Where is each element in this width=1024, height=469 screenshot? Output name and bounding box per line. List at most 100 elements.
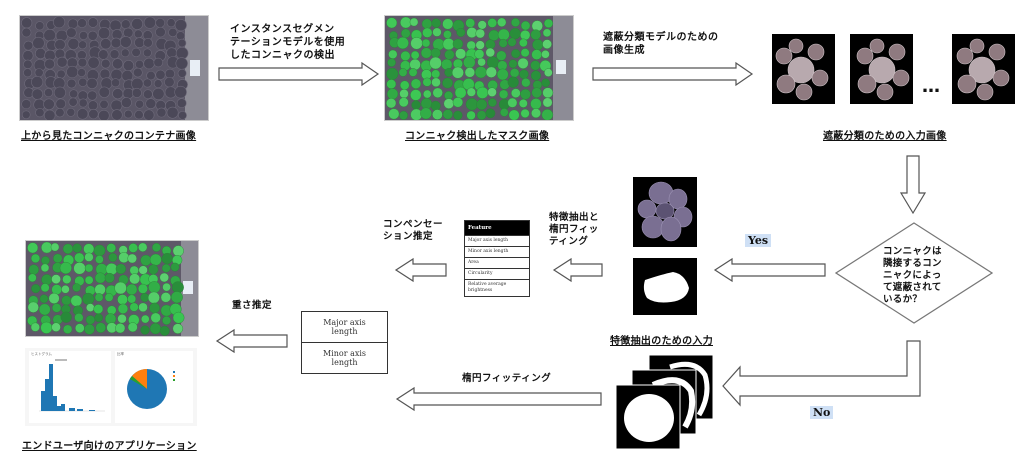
arrow-left-ellipse <box>395 386 602 412</box>
konjac-blob <box>166 47 178 59</box>
konjac-blob <box>430 100 441 111</box>
konjac-blob <box>84 263 94 273</box>
konjac-blob <box>140 293 150 303</box>
konjac-blob <box>166 106 179 119</box>
konjac-blob <box>111 78 121 88</box>
konjac-blob <box>541 78 551 88</box>
konjac-blob <box>138 302 148 312</box>
ellipsis: … <box>922 76 940 97</box>
konjac-blob <box>145 98 157 110</box>
konjac-blob <box>131 87 142 98</box>
konjac-blob <box>476 99 488 111</box>
konjac-blob <box>146 70 156 81</box>
segmentation-label: インスタンスセグメン テーションモデルを使用 したコンニャクの検出 <box>230 24 346 61</box>
konjac-blob <box>73 262 86 275</box>
konjac-blob <box>868 56 896 84</box>
konjac-blob <box>992 69 1010 87</box>
konjac-blob <box>63 324 73 334</box>
konjac-blob <box>456 27 466 37</box>
hist-bar <box>53 396 57 411</box>
konjac-blob <box>485 108 496 119</box>
konjac-blob <box>134 37 145 48</box>
konjac-blob <box>21 110 31 120</box>
konjac-blob <box>398 97 409 108</box>
konjac-blob <box>149 322 162 335</box>
konjac-blob <box>520 48 530 58</box>
ellipse-fitting-label: 楕円フィッティング <box>462 373 552 384</box>
konjac-blob <box>531 108 541 119</box>
konjac-blob <box>474 66 487 79</box>
konjac-blob <box>159 272 169 283</box>
konjac-blob <box>56 56 68 68</box>
arrow-right-segmentation <box>218 61 380 87</box>
konjac-blob <box>520 88 531 100</box>
konjac-blob <box>475 28 485 39</box>
axis-row: Major axis length <box>323 318 366 336</box>
konjac-blob <box>77 18 87 29</box>
konjac-blob <box>857 74 877 94</box>
konjac-blob <box>476 86 489 99</box>
konjac-blob <box>431 77 441 87</box>
konjac-blob <box>856 47 874 65</box>
konjac-blob <box>84 323 95 335</box>
konjac-blob <box>112 88 124 100</box>
app-caption: エンドユーザ向けのアプリケーション <box>22 441 197 452</box>
konjac-blob <box>143 57 155 70</box>
konjac-blob <box>423 89 432 99</box>
konjac-blob <box>509 68 520 78</box>
konjac-blob <box>956 47 974 65</box>
konjac-blob <box>401 28 411 39</box>
container-photo <box>19 15 209 121</box>
konjac-blob <box>400 50 411 61</box>
konjac-blob <box>105 263 118 276</box>
konjac-blob <box>141 314 150 324</box>
konjac-blob <box>507 97 518 108</box>
konjac-blob <box>32 36 45 50</box>
konjac-blob <box>148 281 161 294</box>
generation-label: 遮蔽分類モデルのための 画像生成 <box>603 32 719 56</box>
konjac-blob <box>410 78 422 89</box>
konjac-blob <box>176 98 187 109</box>
konjac-blob <box>543 18 554 28</box>
konjac-blob <box>488 98 497 107</box>
konjac-blob <box>107 305 117 315</box>
konjac-blob <box>93 304 104 314</box>
konjac-blob <box>138 242 148 252</box>
konjac-blob <box>474 49 485 60</box>
konjac-blob <box>127 322 138 333</box>
konjac-blob <box>155 26 166 38</box>
konjac-blob <box>531 87 542 98</box>
konjac-blob <box>41 256 50 265</box>
konjac-blob <box>788 38 804 54</box>
konjac-blob <box>487 87 497 97</box>
konjac-blob <box>27 301 39 313</box>
mask-photo-image <box>385 16 573 120</box>
konjac-blob <box>66 65 79 79</box>
konjac-blob <box>86 77 98 89</box>
konjac-blob <box>988 43 1006 61</box>
konjac-blob <box>126 283 138 296</box>
konjac-blob <box>85 315 96 325</box>
konjac-blob <box>807 43 825 61</box>
konjac-blob <box>98 86 110 98</box>
konjac-blob <box>66 78 77 89</box>
hist-bar <box>57 406 61 411</box>
konjac-blob <box>66 27 77 38</box>
konjac-blob <box>143 48 152 58</box>
konjac-blob <box>74 313 84 323</box>
konjac-blob <box>152 87 165 100</box>
konjac-blob <box>174 85 187 99</box>
konjac-blob <box>520 108 530 118</box>
konjac-blob <box>31 76 44 89</box>
konjac-blob <box>135 99 145 109</box>
konjac-blob <box>431 18 441 28</box>
konjac-blob <box>441 58 453 71</box>
konjac-blob <box>443 30 452 39</box>
konjac-blob <box>23 40 34 51</box>
konjac-blob <box>140 254 152 266</box>
konjac-blob <box>128 243 138 253</box>
pie-chart <box>127 369 175 409</box>
konjac-blob <box>104 293 114 302</box>
konjac-blob <box>40 283 50 293</box>
konjac-blob <box>508 109 520 120</box>
